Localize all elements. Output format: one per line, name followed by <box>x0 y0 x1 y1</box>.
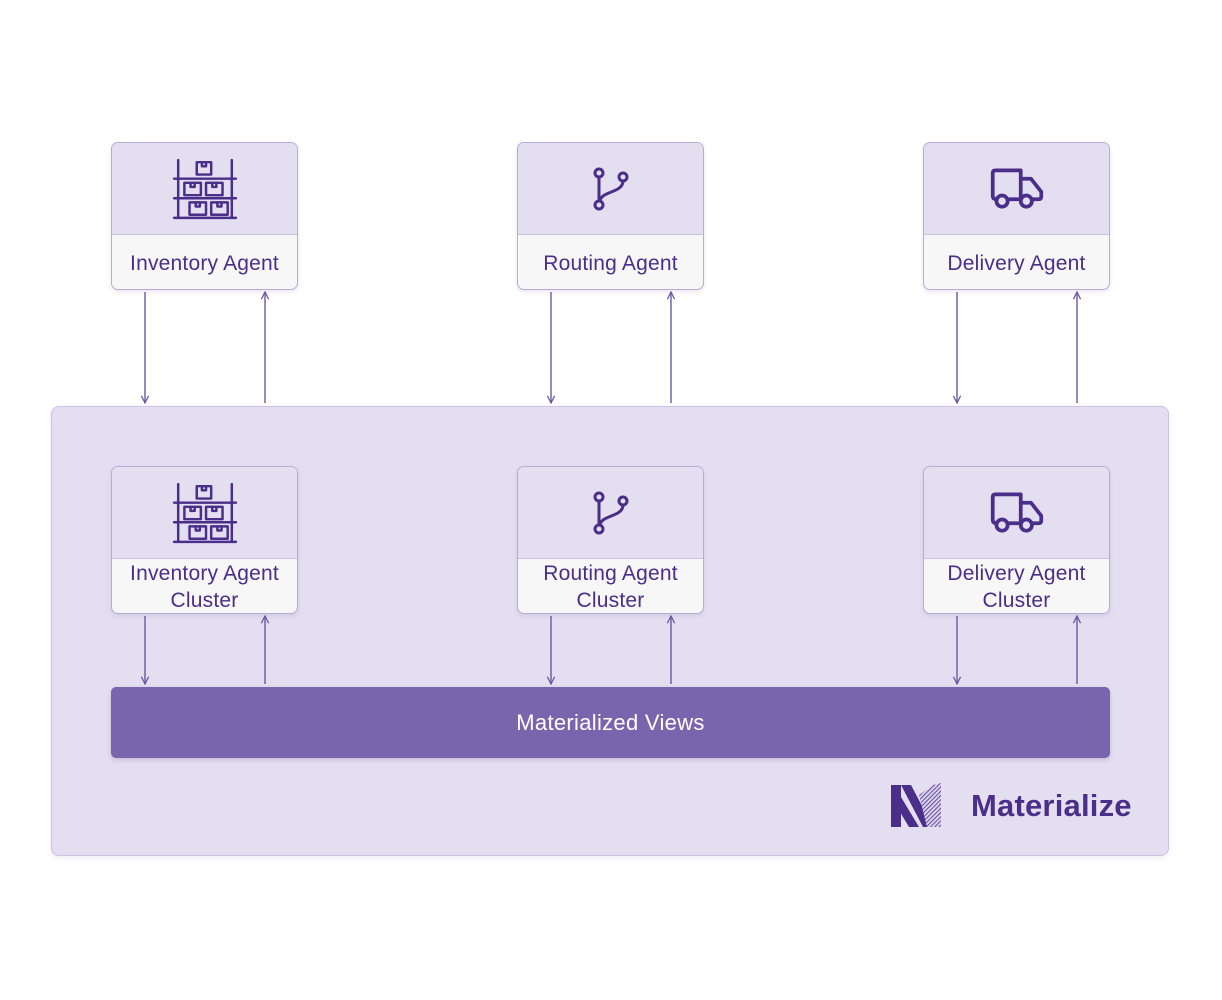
cluster-card-icon-area <box>112 467 297 559</box>
cluster-label-line2: Cluster <box>576 589 645 612</box>
delivery-truck-icon <box>989 167 1045 211</box>
agent-label: Inventory Agent <box>130 251 279 275</box>
materialized-views-bar: Materialized Views <box>111 687 1110 758</box>
agent-label: Routing Agent <box>543 251 678 275</box>
git-branch-icon <box>591 491 631 535</box>
materialize-brand: Materialize <box>889 783 1132 829</box>
git-branch-icon <box>591 167 631 211</box>
agent-card-inventory: Inventory Agent <box>111 142 298 290</box>
cluster-card-label-area: Routing Agent Cluster <box>518 559 703 613</box>
agent-card-label-area: Inventory Agent <box>112 235 297 289</box>
cluster-label-line1: Inventory Agent <box>130 562 279 585</box>
agent-card-label-area: Delivery Agent <box>924 235 1109 289</box>
brand-name: Materialize <box>971 788 1132 823</box>
agent-card-routing: Routing Agent <box>517 142 704 290</box>
agent-card-delivery: Delivery Agent <box>923 142 1110 290</box>
cluster-card-icon-area <box>518 467 703 559</box>
agent-card-icon-area <box>924 143 1109 235</box>
cluster-card-inventory: Inventory Agent Cluster <box>111 466 298 614</box>
cluster-card-label-area: Inventory Agent Cluster <box>112 559 297 613</box>
materialize-logo <box>891 783 941 827</box>
cluster-card-delivery: Delivery Agent Cluster <box>923 466 1110 614</box>
warehouse-shelves-icon <box>172 480 238 546</box>
agent-card-icon-area <box>112 143 297 235</box>
cluster-card-icon-area <box>924 467 1109 559</box>
cluster-label-line2: Cluster <box>170 589 239 612</box>
materialized-views-label: Materialized Views <box>516 709 705 735</box>
agent-card-label-area: Routing Agent <box>518 235 703 289</box>
agent-label: Delivery Agent <box>947 251 1086 275</box>
cluster-card-routing: Routing Agent Cluster <box>517 466 704 614</box>
cluster-label-line2: Cluster <box>982 589 1051 612</box>
cluster-label-line1: Routing Agent <box>543 562 678 585</box>
agent-card-icon-area <box>518 143 703 235</box>
cluster-label-line1: Delivery Agent <box>947 562 1086 585</box>
delivery-truck-icon <box>989 491 1045 535</box>
warehouse-shelves-icon <box>172 156 238 222</box>
cluster-card-label-area: Delivery Agent Cluster <box>924 559 1109 613</box>
